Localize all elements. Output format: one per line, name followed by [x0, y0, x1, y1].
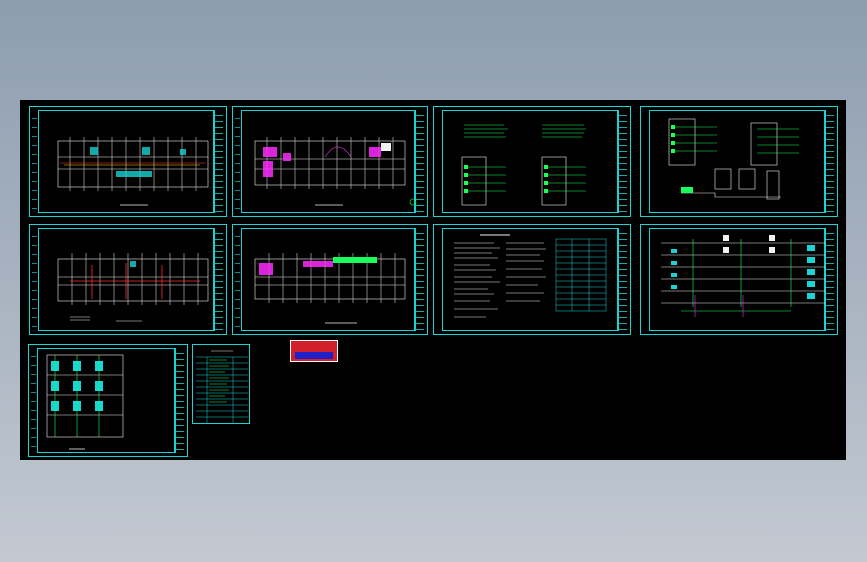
panel-schedule-drawing — [668, 118, 799, 200]
sheet-system-diagram[interactable] — [28, 344, 188, 457]
sheet-frame — [649, 110, 825, 213]
riser-drawing — [661, 235, 825, 317]
sheet-floor-plan-1[interactable] — [29, 106, 227, 217]
title-block — [618, 110, 627, 213]
sheet-frame — [649, 228, 825, 331]
sheet-frame — [442, 110, 618, 213]
sheet-distribution-box-2[interactable] — [640, 106, 838, 217]
title-block — [825, 228, 834, 331]
sheet-floor-plan-3[interactable] — [29, 224, 227, 335]
sheet-frame — [442, 228, 618, 331]
title-block — [415, 110, 424, 213]
title-block — [175, 348, 184, 453]
sheet-distribution-box-1[interactable] — [433, 106, 631, 217]
title-block — [825, 110, 834, 213]
stamp-inner-box — [295, 352, 333, 359]
drawing-index-table — [196, 350, 248, 423]
sheet-left-strip — [32, 228, 37, 331]
title-block — [214, 228, 223, 331]
sheet-design-notes[interactable] — [433, 224, 631, 335]
sheet-left-strip — [32, 110, 37, 213]
title-block — [618, 228, 627, 331]
sheet-frame — [38, 110, 214, 213]
sheet-left-strip — [31, 348, 36, 453]
sheet-frame — [241, 110, 415, 213]
sheet-left-strip — [235, 110, 240, 213]
title-block — [415, 228, 424, 331]
panel-schedule-drawing — [461, 124, 586, 206]
sheet-frame — [38, 228, 214, 331]
sheet-drawing-index[interactable] — [192, 344, 250, 424]
floor-plan-drawing — [57, 137, 209, 206]
watermark-stamp — [290, 340, 338, 362]
sheet-left-strip — [235, 228, 240, 331]
floor-plan-drawing — [254, 253, 406, 324]
sheet-frame — [241, 228, 415, 331]
sheet-frame — [37, 348, 175, 453]
sheet-floor-plan-4[interactable] — [232, 224, 428, 335]
notes-and-table-drawing — [454, 234, 607, 318]
floor-plan-drawing — [57, 253, 209, 322]
cad-drawing-canvas[interactable] — [20, 100, 846, 460]
sheet-floor-plan-2[interactable] — [232, 106, 428, 217]
system-drawing — [46, 354, 124, 450]
floor-plan-drawing — [254, 137, 417, 206]
sheet-riser-diagram[interactable] — [640, 224, 838, 335]
title-block — [214, 110, 223, 213]
